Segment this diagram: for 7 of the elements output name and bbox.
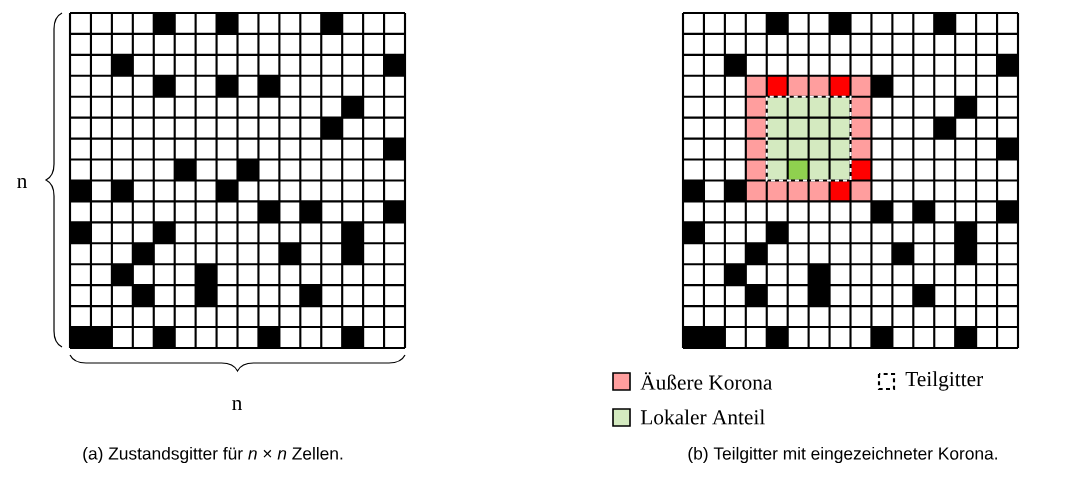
dimension-label: n: [17, 177, 28, 188]
caption: (a) Zustandsgitter für n × n Zellen.: [83, 446, 343, 464]
caption: (b) Teilgitter mit eingezeichneter Korona.: [688, 446, 997, 464]
dimension-label: n: [232, 399, 243, 410]
legend-label: Teilgitter: [905, 371, 983, 391]
legend-label: Äußere Korona: [640, 372, 773, 390]
legend-label: Lokaler Anteil: [640, 409, 765, 425]
